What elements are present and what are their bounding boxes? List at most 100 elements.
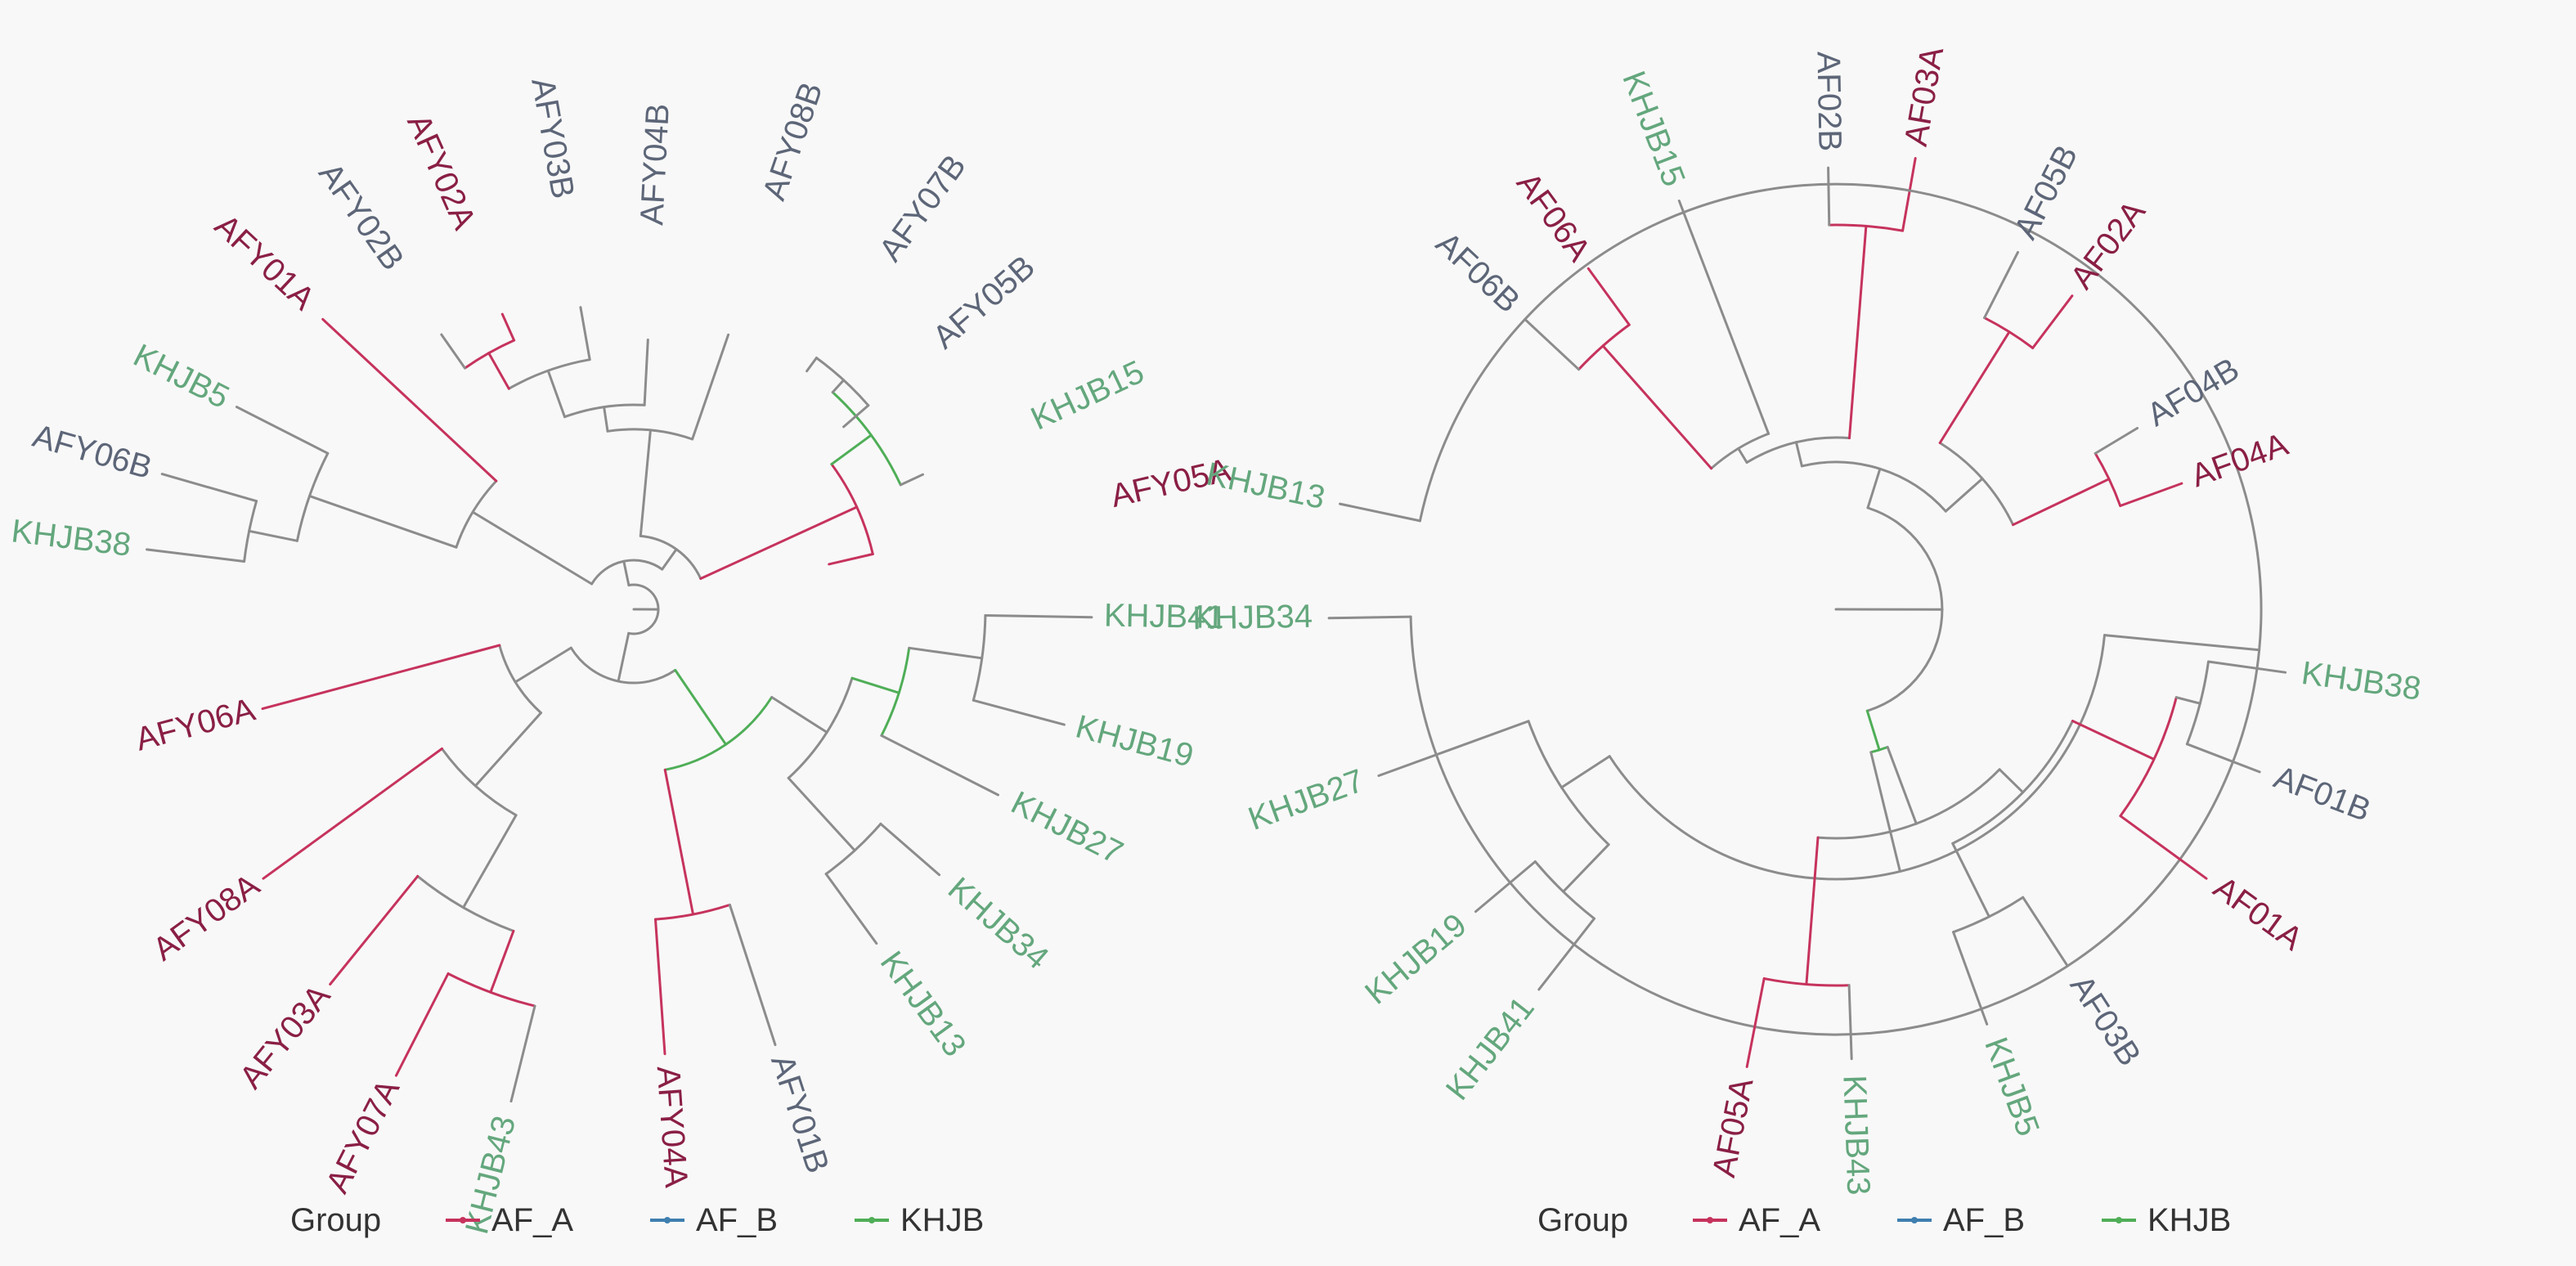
branch-line — [329, 874, 420, 985]
tip-label-khjb13: KHJB13 — [873, 945, 973, 1063]
clade-arc — [447, 972, 536, 1008]
branch-line — [394, 972, 450, 1077]
clade-arc — [464, 339, 516, 370]
clade-arc — [295, 451, 330, 542]
branch-line — [489, 929, 515, 994]
clade-arc — [1828, 223, 1905, 232]
tip-label-khjb19: KHJB19 — [1072, 708, 1197, 774]
branch-line — [603, 406, 609, 433]
tip-label-khjb34: KHJB34 — [941, 870, 1056, 976]
tip-label-khjb38: KHJB38 — [2300, 655, 2423, 707]
tip-label-afy04b: AFY04B — [634, 103, 676, 227]
branch-line — [2022, 896, 2069, 967]
clade-arc — [590, 559, 664, 586]
clade-arc — [416, 874, 515, 932]
clade-arc — [1527, 720, 1610, 846]
branch-line — [514, 646, 572, 684]
branch-line — [972, 698, 1066, 726]
branch-line — [617, 631, 631, 683]
tip-label-khjb13: KHJB13 — [1203, 456, 1328, 516]
branch-line — [1951, 842, 1990, 918]
branch-line — [1537, 917, 1595, 991]
branch-line — [262, 747, 443, 880]
branch-line — [1745, 977, 1766, 1068]
branch-line — [1952, 931, 1989, 1026]
legend-item-af-b: AF_B — [696, 1202, 778, 1238]
clade-arc — [1762, 977, 1851, 987]
tree-left: AFY05AKHJB15AFY05BAFY07BAFY08BAFY04BAFY0… — [10, 75, 1235, 1237]
clade-arc — [663, 696, 774, 771]
tip-label-afy01b: AFY01B — [764, 1050, 836, 1177]
tip-label-af05a: AF05A — [1706, 1075, 1761, 1180]
legend-point — [1707, 1217, 1713, 1223]
branch-line — [146, 548, 246, 563]
branch-line — [1474, 860, 1537, 914]
branch-line — [160, 473, 258, 503]
branch-line — [770, 696, 828, 734]
branch-line — [1805, 836, 1820, 986]
branch-line — [2119, 815, 2208, 880]
clade-arc — [507, 358, 591, 390]
clade-arc — [972, 614, 987, 702]
legend-point — [664, 1217, 671, 1223]
tip-label-afy05b: AFY05B — [927, 249, 1042, 356]
tip-label-khjb43: KHJB43 — [1836, 1075, 1876, 1196]
tip-label-af05b: AF05B — [2008, 140, 2085, 245]
tip-label-af06a: AF06A — [1510, 166, 1598, 268]
clade-arc — [639, 534, 702, 580]
branch-line — [1601, 344, 1713, 470]
branch-line — [500, 312, 516, 342]
branch-line — [850, 676, 900, 694]
legend-point — [2116, 1217, 2122, 1223]
branch-line — [830, 433, 873, 466]
tip-label-afy07a: AFY07A — [319, 1074, 406, 1199]
branch-line — [1524, 317, 1580, 371]
branch-line — [842, 404, 870, 429]
tip-label-afy03b: AFY03B — [524, 75, 581, 201]
branch-line — [1998, 768, 2025, 794]
branch-line — [639, 429, 652, 537]
branch-line — [1560, 755, 1611, 789]
clade-arc — [830, 463, 874, 555]
clade-arc — [1983, 316, 2035, 349]
tip-label-khjb5: KHJB5 — [128, 338, 235, 416]
branch-line — [1866, 467, 1882, 510]
clade-arc — [1951, 720, 2074, 845]
tip-label-afy08a: AFY08A — [146, 867, 267, 967]
tip-label-af03b: AF03B — [2063, 969, 2148, 1073]
tip-label-af01a: AF01A — [2207, 869, 2309, 958]
branch-line — [2103, 634, 2261, 652]
clade-arc — [1608, 634, 2106, 881]
branch-line — [1377, 720, 1530, 777]
branch-line — [261, 644, 501, 711]
branch-line — [1983, 250, 2019, 320]
tip-label-khjb38: KHJB38 — [10, 513, 133, 563]
branch-line — [462, 814, 518, 909]
tip-label-afy02a: AFY02A — [400, 109, 482, 235]
tip-label-af02b: AF02B — [1811, 51, 1848, 151]
tip-label-afy07b: AFY07B — [873, 148, 973, 267]
clade-arc — [606, 428, 694, 441]
tip-label-afy01a: AFY01A — [208, 208, 321, 317]
branch-line — [663, 768, 694, 916]
branch-line — [1737, 447, 1748, 464]
clade-arc — [2094, 451, 2122, 507]
branch-line — [2012, 478, 2111, 527]
branch-line — [1938, 330, 2011, 444]
legend-item-af-a: AF_A — [491, 1202, 573, 1238]
clade-arc — [787, 676, 854, 779]
clade-arc — [880, 646, 911, 737]
branch-line — [1869, 751, 1901, 873]
tip-label-af01b: AF01B — [2269, 759, 2376, 828]
tip-label-af04a: AF04A — [2187, 426, 2293, 494]
branch-line — [308, 495, 458, 549]
branch-line — [879, 822, 941, 877]
tip-label-khjb19: KHJB19 — [1358, 907, 1474, 1012]
branch-line — [824, 873, 878, 945]
legend-item-af-b: AF_B — [1943, 1202, 2025, 1238]
branch-line — [1847, 984, 1853, 1061]
branch-line — [2174, 696, 2201, 705]
branch-line — [1944, 477, 1984, 513]
